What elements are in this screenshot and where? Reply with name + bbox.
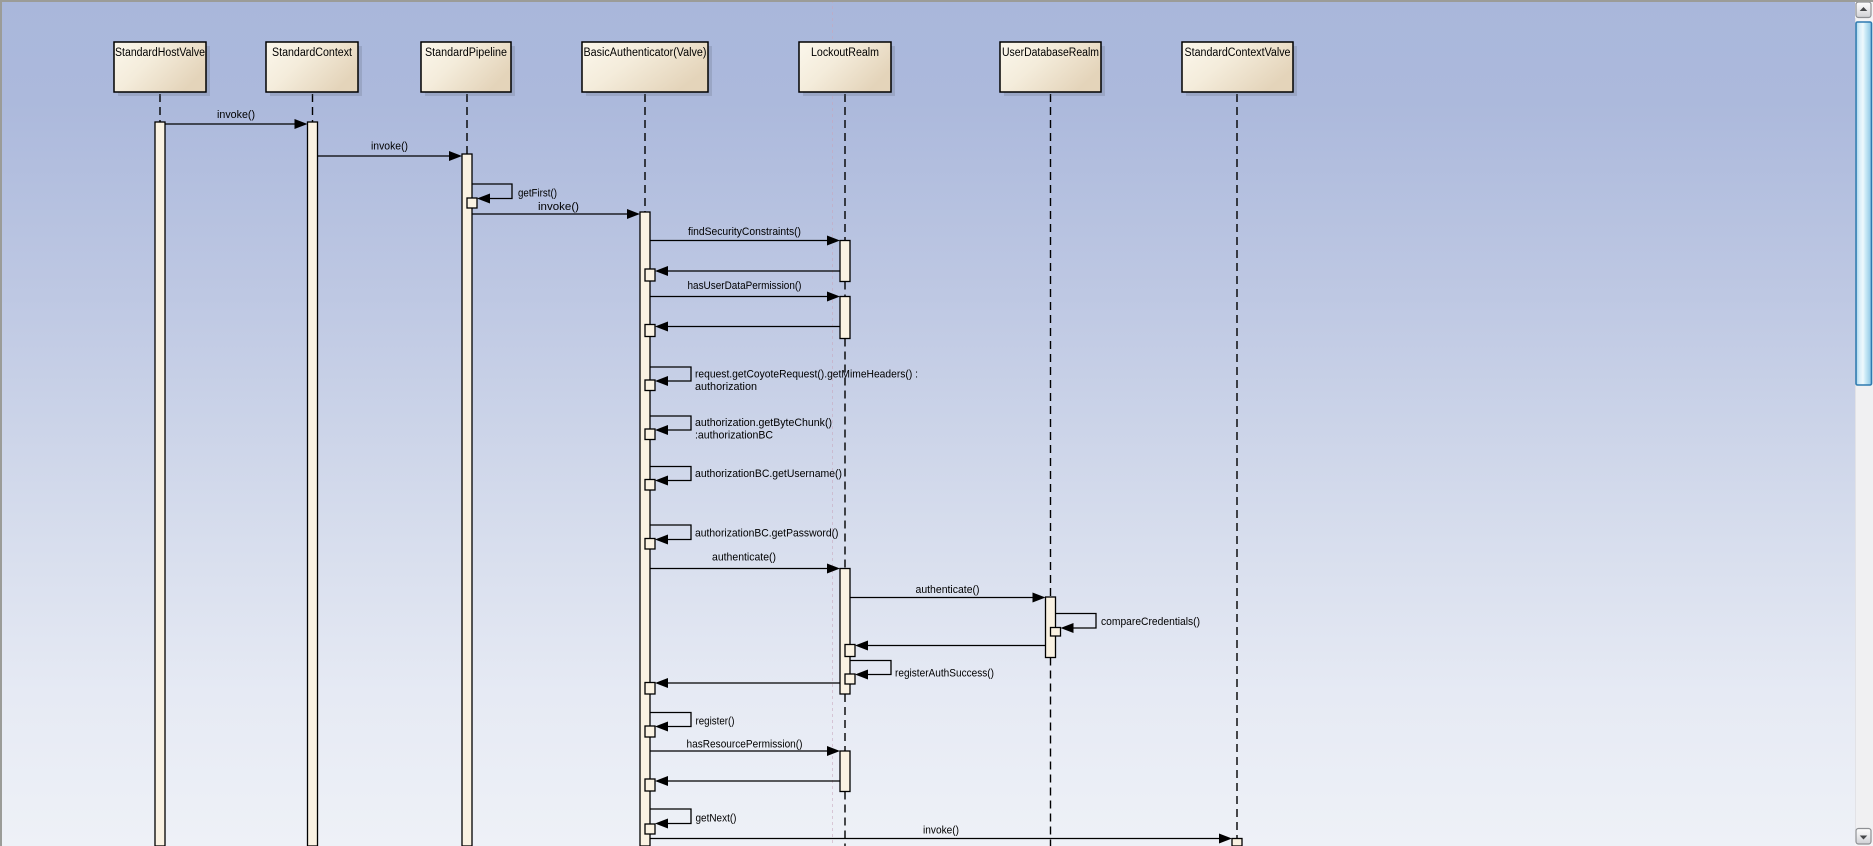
svg-text:request.getCoyoteRequest().get: request.getCoyoteRequest().getMimeHeader… (695, 369, 918, 381)
svg-text:StandardHostValve: StandardHostValve (115, 47, 205, 59)
svg-text:invoke(): invoke() (371, 141, 408, 153)
svg-text:authorization: authorization (695, 381, 757, 393)
svg-text:invoke(): invoke() (923, 825, 959, 837)
svg-text:BasicAuthenticator(Valve): BasicAuthenticator(Valve) (584, 47, 707, 59)
svg-text:authenticate(): authenticate() (916, 584, 980, 596)
svg-text:hasResourcePermission(): hasResourcePermission() (687, 739, 803, 751)
svg-text:StandardContextValve: StandardContextValve (1185, 47, 1291, 59)
svg-text:authorization.getByteChunk(): authorization.getByteChunk() (695, 417, 832, 429)
svg-text:compareCredentials(): compareCredentials() (1101, 616, 1200, 628)
svg-text:registerAuthSuccess(): registerAuthSuccess() (895, 668, 994, 680)
svg-text:invoke(): invoke() (538, 201, 579, 213)
svg-text::authorizationBC: :authorizationBC (695, 430, 773, 442)
svg-text:invoke(): invoke() (217, 109, 255, 121)
svg-text:authenticate(): authenticate() (712, 552, 776, 564)
svg-text:findSecurityConstraints(): findSecurityConstraints() (688, 226, 801, 238)
svg-text:authorizationBC.getPassword(): authorizationBC.getPassword() (695, 528, 839, 540)
svg-text:UserDatabaseRealm: UserDatabaseRealm (1002, 47, 1099, 59)
svg-text:getNext(): getNext() (696, 813, 737, 825)
svg-text:StandardContext: StandardContext (272, 47, 353, 59)
svg-text:authorizationBC.getUsername(): authorizationBC.getUsername() (695, 468, 842, 480)
svg-text:LockoutRealm: LockoutRealm (811, 47, 879, 59)
svg-text:hasUserDataPermission(): hasUserDataPermission() (688, 280, 802, 292)
svg-text:getFirst(): getFirst() (518, 188, 557, 200)
svg-text:StandardPipeline: StandardPipeline (425, 47, 507, 59)
svg-text:register(): register() (696, 716, 735, 728)
